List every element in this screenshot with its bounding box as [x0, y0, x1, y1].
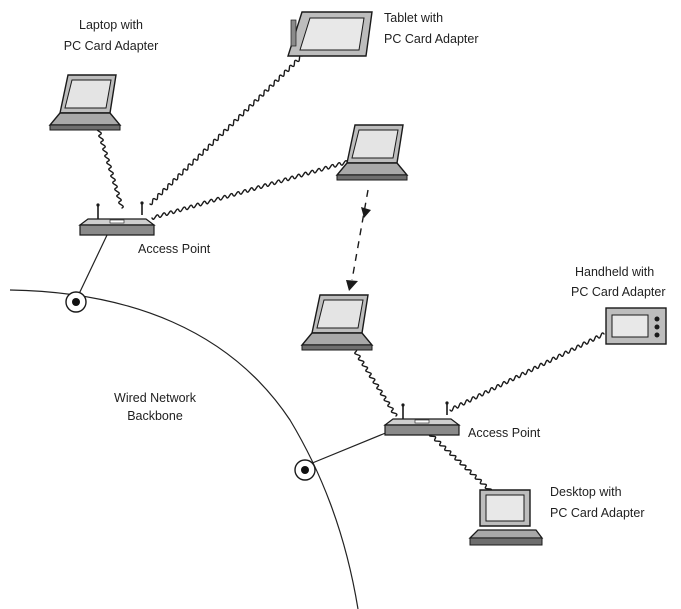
- handheld-label-line2: PC Card Adapter: [571, 285, 666, 299]
- tablet-label-line2: PC Card Adapter: [384, 32, 479, 46]
- network-tap-icon: [294, 459, 316, 481]
- laptop-label-line2: PC Card Adapter: [64, 39, 159, 53]
- access-point-icon: [384, 400, 460, 436]
- access-point-label: Access Point: [468, 426, 541, 440]
- desktop-label-line2: PC Card Adapter: [550, 506, 645, 520]
- access-point-label: Access Point: [138, 242, 211, 256]
- roaming-arrow: [346, 189, 371, 291]
- wireless-link-desktop: [428, 433, 498, 497]
- wireless-link-handheld: [449, 332, 605, 412]
- tablet-label-line1: Tablet with: [384, 11, 443, 25]
- backbone-label-line2: Backbone: [127, 409, 183, 423]
- tablet-icon: [287, 11, 373, 57]
- network-tap-icon: [65, 291, 87, 313]
- laptop-label-line1: Laptop with: [79, 18, 143, 32]
- wireless-link-laptop-roaming: [151, 158, 355, 220]
- access-point-icon: [79, 200, 155, 236]
- laptop-icon: [336, 124, 408, 181]
- desktop-icon: [468, 489, 544, 546]
- wireless-link-tablet: [149, 54, 303, 206]
- wireless-link-laptop: [96, 127, 124, 209]
- ap1-backbone-link: [77, 232, 109, 297]
- wireless-link-laptop-lower: [350, 345, 398, 417]
- laptop-icon: [301, 294, 373, 351]
- handheld-label-line1: Handheld with: [575, 265, 654, 279]
- ap2-backbone-link: [304, 431, 389, 467]
- laptop-icon: [49, 74, 121, 131]
- backbone-curve: [9, 289, 359, 609]
- handheld-icon: [605, 307, 667, 345]
- backbone-label-line1: Wired Network: [114, 391, 197, 405]
- desktop-label-line1: Desktop with: [550, 485, 622, 499]
